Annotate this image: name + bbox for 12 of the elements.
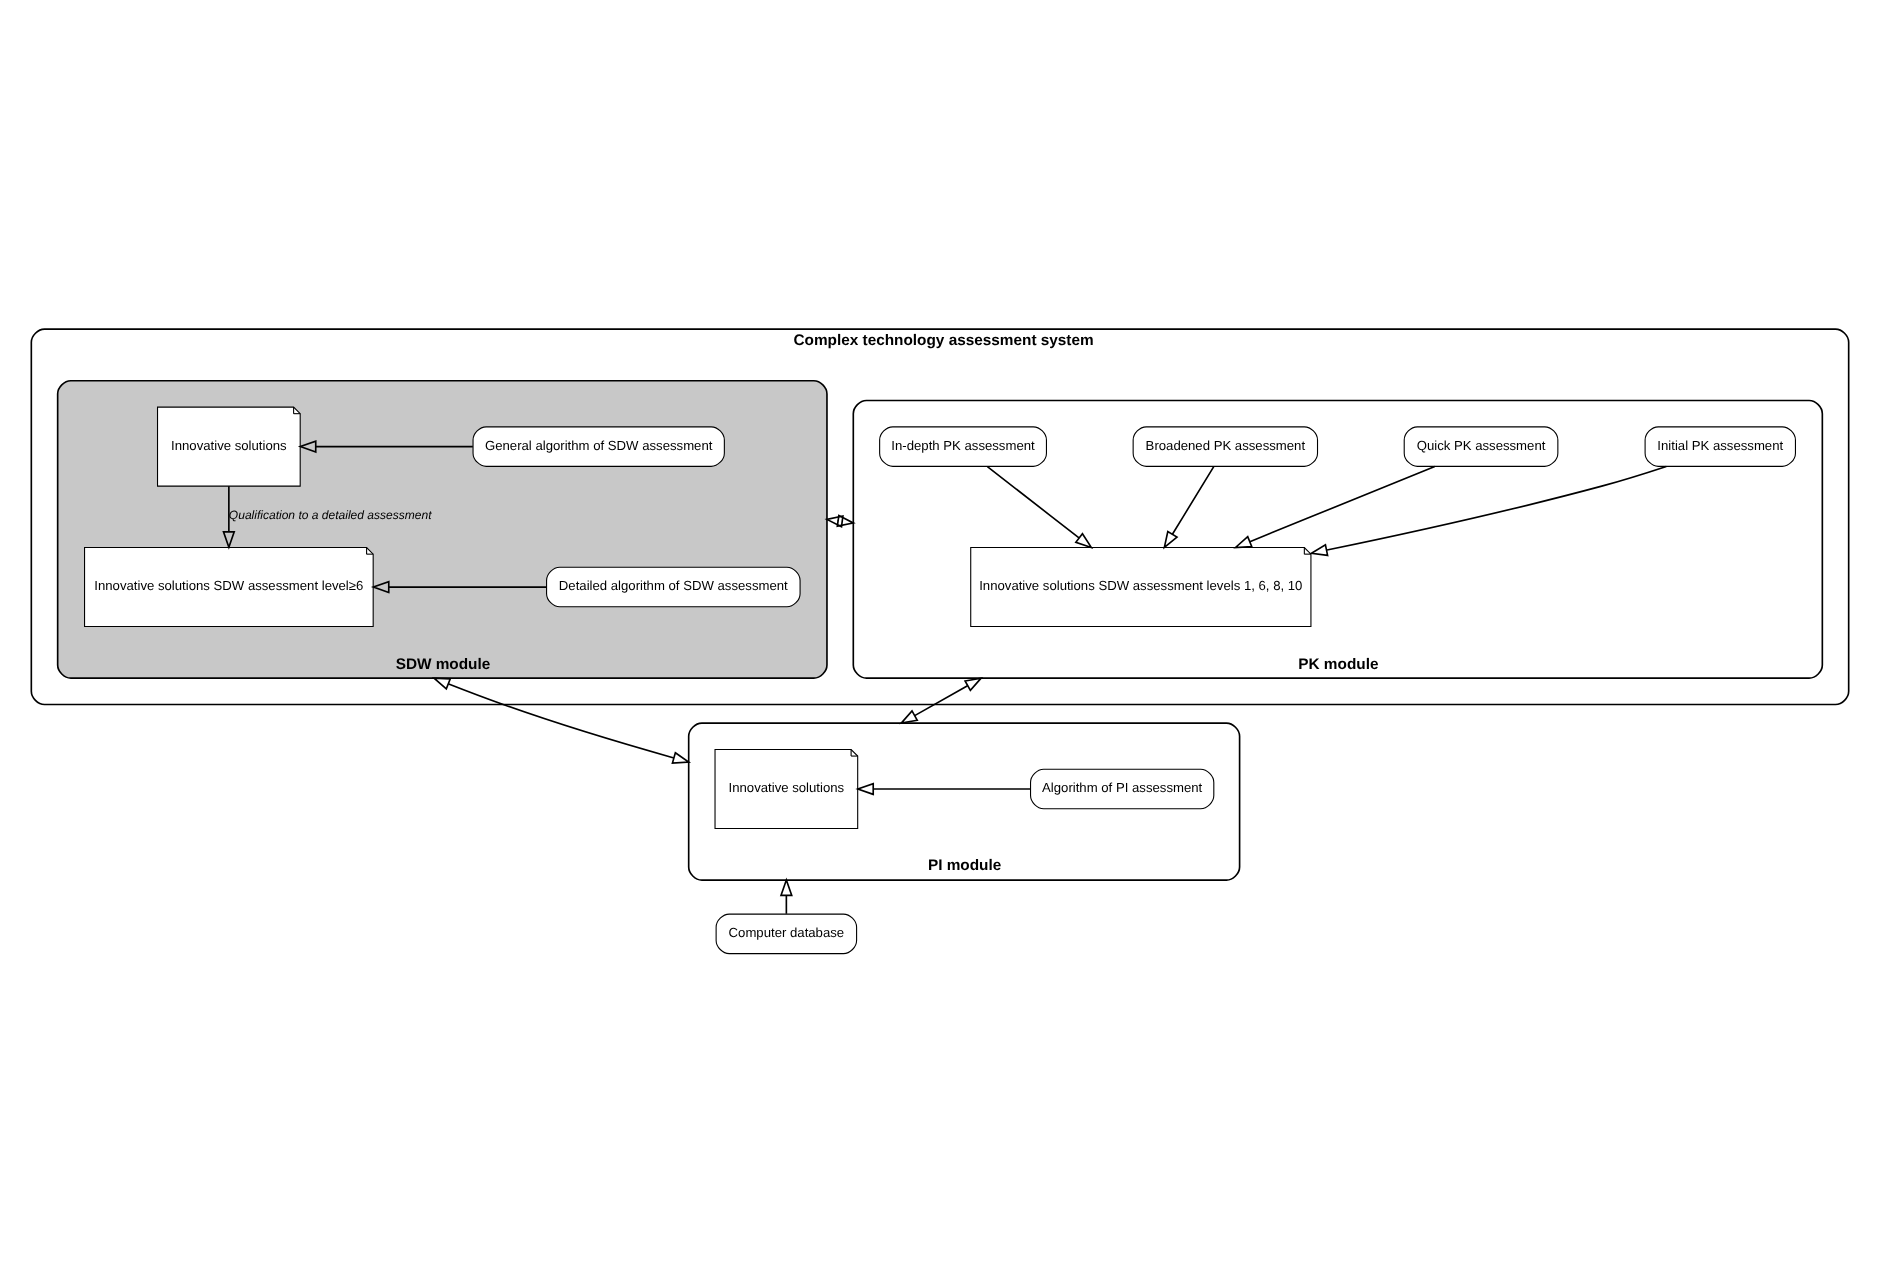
arrow [1163, 465, 1215, 550]
arrow [855, 782, 1032, 796]
arrow [899, 676, 984, 725]
arrow [986, 465, 1094, 549]
arrow [297, 440, 474, 454]
arrow [370, 580, 548, 594]
arrow [1309, 465, 1668, 557]
arrow [222, 485, 236, 550]
arrow [431, 677, 692, 765]
arrow [824, 514, 856, 528]
arrow [1233, 465, 1436, 549]
arrow [779, 877, 793, 915]
